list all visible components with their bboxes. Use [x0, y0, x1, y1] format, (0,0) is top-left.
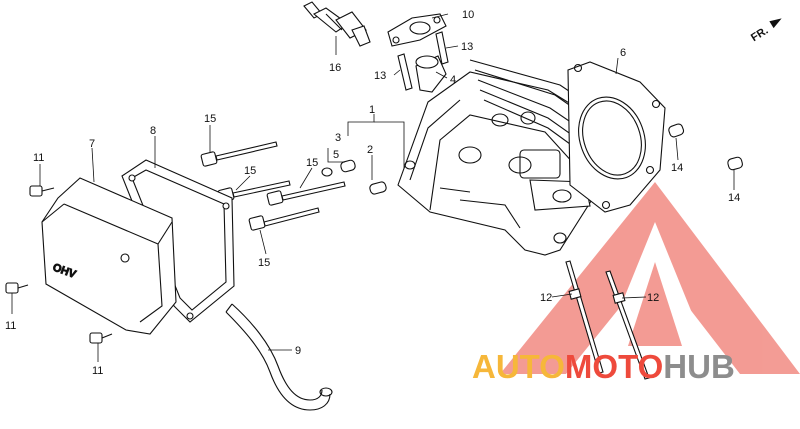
callout-11-top: 11	[33, 152, 44, 164]
callout-8: 8	[150, 125, 156, 137]
callout-14-far: 14	[728, 192, 740, 204]
callout-13-right: 13	[461, 41, 473, 53]
watermark-outer-triangle	[500, 182, 800, 374]
callout-10: 10	[462, 9, 474, 21]
callout-12-left: 12	[540, 292, 552, 304]
callout-numbers: 1 2 3 4 5 6 7 8 9 10 11 11 11 12 12 13 1…	[5, 9, 740, 377]
dowel-pins	[668, 123, 743, 171]
small-collars	[321, 159, 387, 195]
intake-gasket	[387, 13, 447, 47]
callout-16: 16	[329, 62, 341, 74]
leader-lines	[11, 13, 735, 362]
front-direction-text: FR.	[749, 25, 770, 45]
callout-6: 6	[620, 47, 626, 59]
head-gasket	[567, 61, 666, 213]
callout-14-right: 14	[671, 162, 683, 174]
rocker-cover-gasket	[121, 159, 235, 323]
callout-7: 7	[89, 138, 95, 150]
callout-15-top: 15	[204, 113, 216, 125]
callout-15-bottom: 15	[258, 257, 270, 269]
watermark-center-triangle	[628, 262, 682, 346]
callout-2: 2	[367, 144, 373, 156]
callout-4: 4	[450, 74, 456, 86]
callout-13-left: 13	[374, 70, 386, 82]
spark-plug	[303, 1, 371, 47]
callout-9: 9	[295, 345, 301, 357]
watermark-word-auto: AUTO	[472, 348, 565, 385]
callout-15-right: 15	[306, 157, 318, 169]
head-studs	[565, 260, 650, 380]
watermark-wordmark: AUTOMOTOHUB	[472, 348, 735, 385]
small-bolts	[5, 185, 113, 344]
callout-3: 3	[335, 132, 341, 144]
callout-15-mid: 15	[244, 165, 256, 177]
callout-11-left: 11	[5, 320, 16, 332]
intake-insulator	[415, 55, 447, 93]
front-direction-arrow: FR.	[749, 18, 782, 45]
svg-text:AUTOMOTOHUB: AUTOMOTOHUB	[472, 348, 735, 385]
callout-11-bottom: 11	[92, 365, 103, 377]
rocker-cover: OHV	[41, 177, 177, 335]
intake-studs	[397, 31, 449, 91]
breather-tube	[225, 303, 333, 411]
callout-1: 1	[369, 104, 375, 116]
watermark-word-moto: MOTO	[565, 348, 663, 385]
callout-12-right: 12	[647, 292, 659, 304]
watermark-word-hub: HUB	[663, 348, 735, 385]
callout-5: 5	[333, 149, 339, 161]
arrow-head-icon	[769, 18, 782, 29]
cover-bolts	[200, 141, 346, 231]
